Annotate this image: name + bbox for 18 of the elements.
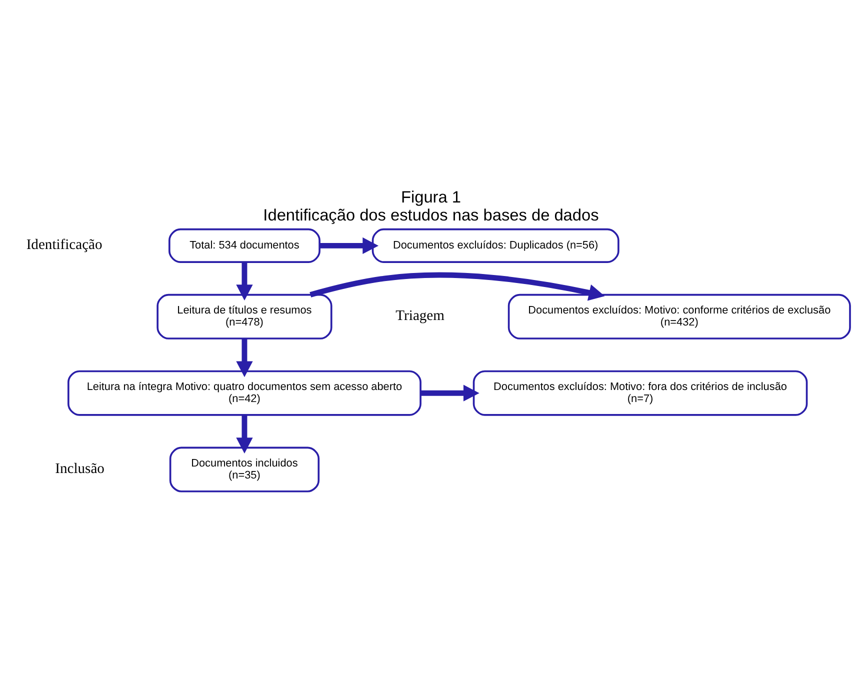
node-box: Total: 534 documentos xyxy=(168,228,320,263)
node-box: Documentos excluídos: Duplicados (n=56) xyxy=(372,228,620,263)
node-box: Leitura na íntegra Motivo: quatro documentos sem acesso aberto (n=42) xyxy=(68,370,422,416)
arrow xyxy=(236,415,253,454)
node-box: Documentos excluídos: Motivo: fora dos critérios de inclusão (n=7) xyxy=(472,370,808,416)
arrow xyxy=(236,262,253,300)
node-box: Leitura de títulos e resumos (n=478) xyxy=(156,294,332,340)
arrow xyxy=(320,237,379,254)
arrow xyxy=(420,384,480,402)
diagram-title: Figura 1 xyxy=(400,188,462,206)
label: Identificação xyxy=(26,237,102,254)
label: Inclusão xyxy=(55,460,104,477)
arrow xyxy=(236,338,253,378)
node-box: Documentos excluídos: Motivo: conforme critérios de exclusão (n=432) xyxy=(508,294,851,340)
arrow xyxy=(310,272,605,301)
caption: Identificação dos estudos nas bases de dados xyxy=(263,206,599,225)
label: Triagem xyxy=(396,308,444,324)
node-box: Documentos incluidos (n=35) xyxy=(169,446,320,492)
